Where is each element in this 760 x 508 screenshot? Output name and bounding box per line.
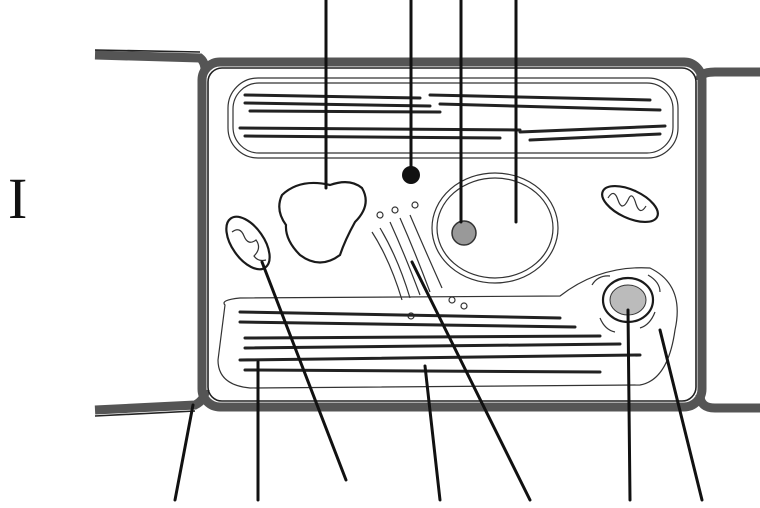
peroxisome — [592, 275, 660, 332]
leader-granule — [628, 310, 630, 500]
nucleolus — [452, 221, 476, 245]
mitochondrion-left — [218, 209, 279, 277]
leader-cell-wall — [175, 405, 193, 500]
chloroplast-upper — [228, 78, 678, 158]
golgi-apparatus — [372, 202, 467, 319]
nucleus — [432, 173, 558, 283]
vacuole — [279, 182, 365, 262]
mitochondrion-right — [597, 179, 663, 230]
ribosome — [402, 166, 420, 184]
leader-golgi — [412, 262, 530, 500]
